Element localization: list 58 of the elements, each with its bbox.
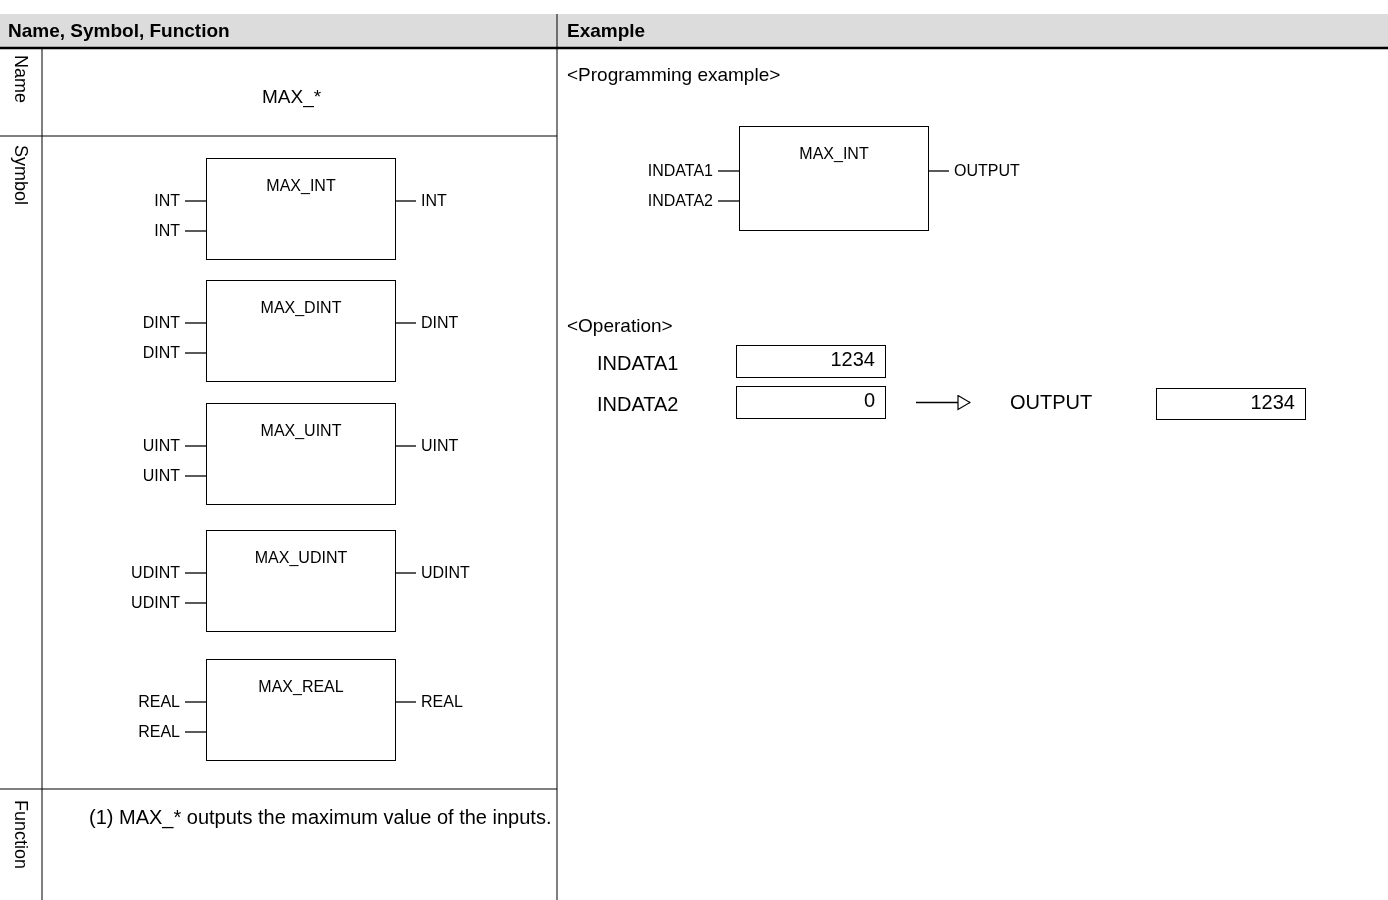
section-heading: <Programming example> <box>567 64 781 86</box>
value-box: 1234 <box>736 345 886 378</box>
row-heading: Symbol <box>10 145 31 206</box>
row-heading: Function <box>10 800 31 870</box>
pin-label: INT <box>416 191 452 211</box>
pin-label: UDINT <box>126 593 185 613</box>
connector-line <box>395 701 417 703</box>
pin-label: REAL <box>133 722 185 742</box>
connector-line <box>395 200 417 202</box>
pin-label: OUTPUT <box>949 161 1025 181</box>
connector-line <box>184 701 207 703</box>
function-block: MAX_REAL <box>206 659 396 761</box>
function-block: MAX_DINT <box>206 280 396 382</box>
connector-line <box>184 230 207 232</box>
connector-line <box>395 445 417 447</box>
pin-label: DINT <box>137 313 185 333</box>
connector-line <box>184 200 207 202</box>
pin-label: DINT <box>416 313 464 333</box>
pin-label: INDATA1 <box>642 161 718 181</box>
arrow <box>915 394 971 411</box>
connector-line <box>928 170 950 172</box>
pin-label: REAL <box>133 692 185 712</box>
connector-line <box>717 170 740 172</box>
pin-label: INT <box>149 191 185 211</box>
pin-label: DINT <box>137 343 185 363</box>
connector-line <box>184 445 207 447</box>
header-cell: Name, Symbol, Function <box>8 20 230 42</box>
pin-label: INT <box>149 221 185 241</box>
section-heading: <Operation> <box>567 315 673 337</box>
connector-line <box>184 602 207 604</box>
value-box: 0 <box>736 386 886 419</box>
function-block: MAX_UDINT <box>206 530 396 632</box>
connector-line <box>395 572 417 574</box>
function-description: (1) MAX_* outputs the maximum value of the inputs. <box>89 805 553 831</box>
connector-line <box>184 572 207 574</box>
pin-label: UINT <box>416 436 464 456</box>
pin-label: UDINT <box>126 563 185 583</box>
input-label: INDATA1 <box>597 352 679 375</box>
pin-label: INDATA2 <box>642 191 718 211</box>
connector-line <box>184 322 207 324</box>
connector-line <box>184 731 207 733</box>
pin-label: UDINT <box>416 563 475 583</box>
connector-line <box>184 352 207 354</box>
connector-line <box>395 322 417 324</box>
name-text: MAX_* <box>262 86 322 108</box>
function-block: MAX_INT <box>206 158 396 260</box>
pin-label: UINT <box>137 436 185 456</box>
pin-label: UINT <box>137 466 185 486</box>
connector-line <box>184 475 207 477</box>
value-box: 1234 <box>1156 388 1306 420</box>
connector-line <box>717 200 740 202</box>
output-label: OUTPUT <box>1000 391 1103 414</box>
function-block: MAX_INT <box>739 126 929 231</box>
function-block: MAX_UINT <box>206 403 396 505</box>
input-label: INDATA2 <box>597 393 679 416</box>
header-cell: Example <box>567 20 646 42</box>
row-heading: Name <box>10 55 31 103</box>
pin-label: REAL <box>416 692 468 712</box>
